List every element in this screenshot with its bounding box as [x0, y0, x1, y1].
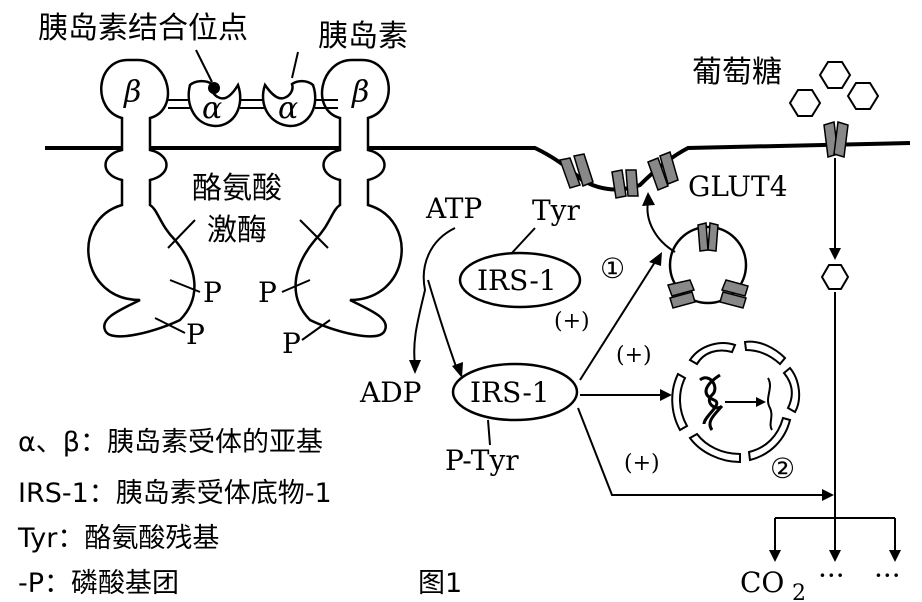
circle-2-label: ② [770, 452, 795, 485]
metabolism-arrowheads [769, 550, 901, 562]
insulin-label: 胰岛素 [318, 19, 408, 54]
mrna-strand [767, 377, 773, 431]
metabolism-branch [774, 517, 896, 552]
glucose-entry-arrowhead [829, 248, 841, 260]
pathway-2-arrowhead [822, 489, 834, 501]
irs1-label-top: IRS-1 [477, 264, 557, 297]
dna-helix-2 [702, 373, 721, 425]
glut4-label: GLUT4 [688, 170, 788, 203]
binding-site-pointer [195, 49, 213, 83]
plus-label-1: (+) [554, 309, 590, 334]
irs-phosphorylation-curve [427, 279, 459, 373]
phosphate-lines [154, 279, 331, 341]
adp-arrowhead [409, 360, 421, 374]
disulfide-bonds [168, 99, 338, 109]
irs1-label-bottom: IRS-1 [470, 376, 550, 409]
insulin-pointer [291, 51, 299, 79]
ptyr-pointer [487, 419, 491, 446]
glucose-molecules [788, 61, 880, 290]
glut4-transporters [559, 121, 849, 309]
phosphate-label-1: P [203, 276, 222, 309]
atp-label: ATP [425, 192, 482, 225]
atp-adp-curve [413, 227, 456, 366]
legend-item-1: α、β：胰岛素受体的亚基 [18, 427, 323, 458]
binding-site-label: 胰岛素结合位点 [38, 11, 248, 46]
irs-arrowhead [452, 362, 463, 378]
pathway-2-arrow [577, 407, 822, 496]
ellipsis-2: ··· [874, 559, 901, 592]
tyr-pointer [509, 227, 536, 256]
alpha-label-left: α [202, 91, 222, 126]
kinase-label-line2: 激酶 [207, 213, 267, 248]
legend-item-4: -P：磷酸基团 [18, 568, 179, 599]
pathway-1-arrow [579, 261, 656, 381]
vesicle-fusion-arrow [646, 201, 676, 253]
plus-label-3: (+) [624, 451, 660, 476]
tyr-label: Tyr [532, 194, 580, 227]
receptor-beta-right [294, 58, 403, 338]
phosphate-label-3: P [258, 276, 277, 309]
irs1-phosphorylated [451, 362, 579, 422]
ptyr-label: P-Tyr [445, 444, 519, 477]
adp-label: ADP [359, 376, 422, 409]
transcription-arrowhead [756, 397, 766, 407]
receptor-alpha-right [261, 79, 317, 128]
alpha-label-right: α [278, 91, 298, 126]
co2-subscript: 2 [792, 581, 806, 602]
circle-1-label: ① [600, 252, 625, 285]
phosphate-label-4: P [282, 327, 301, 360]
bound-insulin-dot [208, 82, 220, 94]
pathway-1-arrowhead [649, 252, 662, 266]
vesicle-fusion-arrowhead [642, 192, 655, 206]
figure-caption: 图1 [418, 568, 462, 599]
phosphate-label-2: P [186, 318, 205, 351]
kinase-pointer-right [299, 219, 329, 249]
glucose-label: 葡萄糖 [692, 55, 782, 90]
kinase-pointer-left [167, 219, 196, 249]
ellipsis-1: ··· [818, 559, 845, 592]
co2-label: CO [740, 566, 784, 599]
beta-label-right: β [351, 75, 369, 110]
irs1-unphosphorylated [458, 251, 582, 309]
kinase-label-line1: 酪氨酸 [192, 171, 282, 206]
legend-item-3: Tyr：酪氨酸残基 [17, 523, 219, 554]
nucleus [671, 340, 801, 464]
receptor-beta-left [87, 58, 196, 338]
legend-item-2: IRS-1：胰岛素受体底物-1 [18, 478, 332, 509]
plus-label-2: (+) [616, 343, 652, 368]
pathway-nucleus-arrowhead [660, 389, 672, 401]
beta-label-left: β [123, 75, 141, 110]
